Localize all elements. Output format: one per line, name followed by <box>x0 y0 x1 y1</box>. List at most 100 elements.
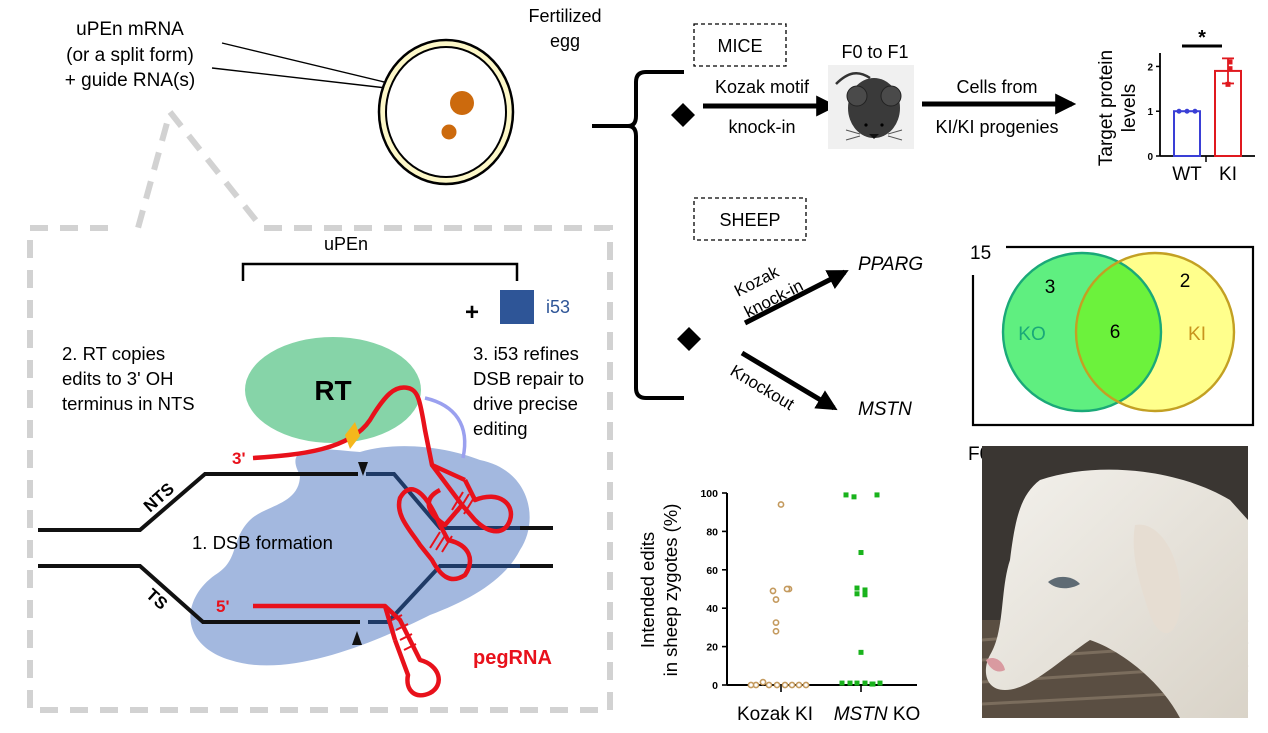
step3-text: 3. i53 refines DSB repair to drive preci… <box>473 343 584 439</box>
venn-universe-frame <box>971 245 1255 427</box>
kozak-ki-point <box>781 681 789 689</box>
ts-strand-left <box>38 564 360 624</box>
data-point <box>1192 108 1198 114</box>
mstn-ko-point <box>869 681 875 687</box>
venn-ki-only-count: 2 <box>1180 271 1191 292</box>
upen-bracket <box>241 262 519 281</box>
kozak-ki-point <box>769 587 777 595</box>
kozak-ki-point <box>772 596 780 603</box>
fertilized-egg-icon <box>377 38 515 186</box>
mstn-ko-point <box>877 680 883 686</box>
ts-strand-right <box>368 564 553 624</box>
step3-line-3: drive precise <box>473 393 578 414</box>
mice-branch-diamond-icon <box>671 103 695 127</box>
mstn-ko-point <box>854 585 860 591</box>
mstn-ko-point <box>854 591 860 597</box>
ts-nick-marker-icon <box>352 631 362 645</box>
step3-line-2: DSB repair to <box>473 368 584 389</box>
pegrna-label: pegRNA <box>473 647 552 669</box>
mice-arrow2-top-label: Cells from <box>956 77 1037 97</box>
dna-strands <box>38 472 553 624</box>
mstn-ko-point <box>858 649 864 655</box>
pegrna-structure <box>252 385 514 698</box>
venn-intersection <box>1076 253 1161 411</box>
pparg-target-label: PPARG <box>858 254 923 275</box>
rt-label: RT <box>314 375 351 406</box>
kozak-ki-point <box>788 681 796 689</box>
nts-nick-marker-icon <box>358 462 368 476</box>
y-axis-label-1: Intended edits <box>637 532 658 648</box>
step3-line-4: editing <box>473 418 528 439</box>
y-axis-label-1: Target protein <box>1096 50 1117 166</box>
cas-nuclease-blob <box>190 446 530 666</box>
mstn-ko-point <box>847 680 853 686</box>
sheep-branch-diamond-icon <box>677 327 701 351</box>
mstn-ko-point <box>843 492 849 498</box>
step2-text: 2. RT copies edits to 3' OH terminus in … <box>62 343 195 414</box>
zoom-callout-outline <box>27 105 613 713</box>
mice-box <box>693 23 787 67</box>
injection-label: uPEn mRNA (or a split form) + guide RNA(… <box>65 19 195 91</box>
x-tick-label-mstn-ko: MSTN KO <box>834 704 921 725</box>
data-point <box>1184 108 1190 114</box>
y-tick-label: 0 <box>712 680 718 692</box>
mice-arrow1-top-label: Kozak motif <box>715 77 810 97</box>
mstn-ko-point <box>858 550 864 556</box>
kozak-ki-point <box>772 619 780 626</box>
mice-box-label: MICE <box>718 36 763 56</box>
y-tick-label: 40 <box>706 603 718 615</box>
mstn-ko-point <box>862 592 868 598</box>
data-point <box>1227 66 1233 72</box>
injection-line-1: uPEn mRNA <box>76 19 184 40</box>
y-tick-label: 20 <box>706 642 718 654</box>
five-prime-label: 5' <box>216 597 230 616</box>
plus-sign: + <box>465 299 479 326</box>
venn-total-label: 15 <box>970 243 991 264</box>
knockout-arrow <box>740 350 838 411</box>
mstn-ko-point <box>862 680 868 686</box>
rt-enzyme <box>245 337 421 443</box>
i53-label: i53 <box>546 297 570 317</box>
kozak-ki-point <box>795 681 803 689</box>
kozak-ki-point <box>802 681 810 689</box>
kozak-ki-point <box>759 678 767 686</box>
mstn-ko-point <box>851 494 857 500</box>
kozak-ki-point <box>765 681 773 689</box>
generation-label: F0 to F1 <box>841 42 908 62</box>
x-tick-label: KI <box>1219 164 1237 185</box>
mstn-ko-point <box>874 492 880 498</box>
upen-label: uPEn <box>324 234 368 254</box>
y-axis-label-2: in sheep zygotes (%) <box>660 504 681 677</box>
step1-label: 1. DSB formation <box>192 532 333 553</box>
step2-line-1: 2. RT copies <box>62 343 165 364</box>
sheep-box-label: SHEEP <box>719 210 780 230</box>
y-tick-label: 1 <box>1147 107 1153 118</box>
three-prime-label: 3' <box>232 449 246 468</box>
nts-label: NTS <box>140 479 178 516</box>
mice-arrow1-bottom-label: knock-in <box>728 117 795 137</box>
kozak-ki-point <box>772 627 780 635</box>
i53-linker <box>424 396 467 459</box>
pegrna-basepairs <box>391 491 476 651</box>
y-tick-label: 2 <box>1147 62 1153 73</box>
data-point <box>1225 81 1231 87</box>
mouse-icon <box>828 65 914 149</box>
egg-label-line-2: egg <box>550 31 580 51</box>
sheep-box <box>693 197 807 241</box>
significance-label: * <box>1198 27 1206 49</box>
y-tick-label: 0 <box>1147 152 1153 163</box>
venn-ki-circle <box>1074 251 1236 413</box>
venn-ko-only-count: 3 <box>1045 277 1056 298</box>
sheep-photo <box>981 446 1249 718</box>
mice-arrow2-bottom-label: KI/KI progenies <box>935 117 1058 137</box>
nts-strand-right <box>366 472 553 530</box>
venn-ki-label: KI <box>1188 324 1206 345</box>
step2-line-2: edits to 3' OH <box>62 368 174 389</box>
mstn-target-label: MSTN <box>858 399 912 420</box>
y-tick-label: 100 <box>700 488 718 500</box>
bar-wt <box>1173 110 1201 157</box>
